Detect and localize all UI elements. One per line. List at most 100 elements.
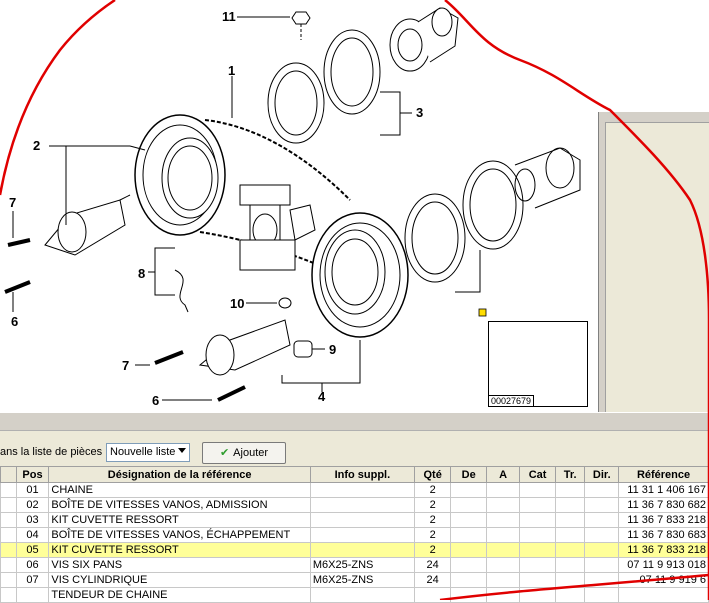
- cell-qty: 2: [413, 542, 452, 558]
- cell-cat: [519, 542, 556, 558]
- cell-info: M6X25-ZNS: [309, 572, 415, 588]
- cell-dir: [584, 497, 620, 513]
- cell-info: M6X25-ZNS: [309, 557, 415, 573]
- callout-6b: 6: [152, 393, 160, 408]
- cell-to: [485, 512, 521, 528]
- cell-reference: 11 36 7 830 683: [618, 527, 709, 543]
- cell-pos: 03: [15, 512, 50, 528]
- callout-11: 11: [222, 9, 236, 24]
- cell-to: [485, 557, 521, 573]
- callout-10: 10: [230, 296, 245, 311]
- cell-designation: TENDEUR DE CHAINE: [48, 587, 311, 603]
- checkmark-icon: ✔: [219, 447, 230, 459]
- parts-diagram[interactable]: 11 1 3 2 7 6 8 10 9 7 6 4 00027679: [0, 0, 709, 430]
- row-select-cell: [0, 587, 17, 603]
- cell-reference: [618, 587, 709, 603]
- horizontal-scrollbar[interactable]: [0, 412, 709, 430]
- table-header-row: Pos Désignation de la référence Info sup…: [0, 466, 709, 483]
- chevron-down-icon[interactable]: [178, 448, 186, 453]
- cell-qty: 2: [413, 512, 452, 528]
- cell-from: [450, 482, 487, 498]
- cell-pos: 01: [15, 482, 50, 498]
- cell-dir: [584, 572, 620, 588]
- cell-qty: 2: [413, 527, 452, 543]
- cell-qty: 2: [413, 497, 452, 513]
- cell-tr: [554, 497, 586, 513]
- cell-designation: KIT CUVETTE RESSORT: [48, 542, 311, 558]
- cell-from: [450, 497, 487, 513]
- column-header-tr[interactable]: Tr.: [554, 466, 586, 483]
- callout-7b: 7: [122, 358, 130, 373]
- parts-list-select-value: Nouvelle liste: [110, 446, 176, 458]
- column-header-info[interactable]: Info suppl.: [309, 466, 415, 483]
- cell-from: [450, 572, 487, 588]
- add-button[interactable]: ✔Ajouter: [202, 442, 286, 464]
- column-header-pos[interactable]: Pos: [15, 466, 50, 483]
- table-row[interactable]: TENDEUR DE CHAINE: [0, 587, 709, 603]
- cell-to: [485, 572, 521, 588]
- cell-cat: [519, 512, 556, 528]
- cell-cat: [519, 527, 556, 543]
- cell-from: [450, 587, 487, 603]
- cell-from: [450, 542, 487, 558]
- cell-cat: [519, 497, 556, 513]
- cell-to: [485, 587, 521, 603]
- column-header-designation[interactable]: Désignation de la référence: [48, 466, 311, 483]
- cell-dir: [584, 527, 620, 543]
- cell-tr: [554, 482, 586, 498]
- cell-cat: [519, 557, 556, 573]
- callout-8: 8: [138, 266, 146, 281]
- cell-tr: [554, 512, 586, 528]
- row-select-cell: [0, 512, 17, 528]
- cell-designation: BOÎTE DE VITESSES VANOS, ADMISSION: [48, 497, 311, 513]
- cell-pos: 07: [15, 572, 50, 588]
- cell-designation: KIT CUVETTE RESSORT: [48, 512, 311, 528]
- cell-qty: 24: [413, 557, 452, 573]
- column-header-qty[interactable]: Qté: [413, 466, 452, 483]
- row-select-cell: [0, 482, 17, 498]
- cell-designation: BOÎTE DE VITESSES VANOS, ÉCHAPPEMENT: [48, 527, 311, 543]
- parts-table: Pos Désignation de la référence Info sup…: [0, 466, 709, 603]
- row-select-cell: [0, 572, 17, 588]
- cell-cat: [519, 587, 556, 603]
- callout-7: 7: [9, 195, 17, 210]
- cell-pos: 06: [15, 557, 50, 573]
- side-panel: [598, 112, 709, 430]
- cell-from: [450, 527, 487, 543]
- list-label: ans la liste de pièces: [0, 446, 103, 458]
- cell-qty: 24: [413, 572, 452, 588]
- cell-tr: [554, 572, 586, 588]
- callout-2: 2: [33, 138, 41, 153]
- cell-reference: 11 36 7 833 218: [618, 542, 709, 558]
- column-header-dir[interactable]: Dir.: [584, 466, 620, 483]
- cell-designation: VIS CYLINDRIQUE: [48, 572, 311, 588]
- parts-list-select[interactable]: Nouvelle liste: [106, 443, 190, 462]
- cell-info: [309, 497, 415, 513]
- column-header-cat[interactable]: Cat: [519, 466, 556, 483]
- callout-1: 1: [228, 63, 236, 78]
- cell-dir: [584, 542, 620, 558]
- row-select-cell: [0, 542, 17, 558]
- cell-reference: 11 36 7 830 682: [618, 497, 709, 513]
- callout-9: 9: [329, 342, 337, 357]
- cell-tr: [554, 527, 586, 543]
- cell-to: [485, 482, 521, 498]
- cell-info: [309, 527, 415, 543]
- cell-pos: [15, 587, 50, 603]
- column-header-to[interactable]: A: [485, 466, 521, 483]
- thumbnail-label: 00027679: [488, 395, 535, 407]
- add-button-label: Ajouter: [233, 447, 269, 459]
- cell-qty: 2: [413, 482, 452, 498]
- column-header-select[interactable]: [0, 466, 17, 483]
- cell-info: [309, 587, 415, 603]
- column-header-reference[interactable]: Référence: [618, 466, 709, 483]
- row-select-cell: [0, 497, 17, 513]
- column-header-from[interactable]: De: [450, 466, 487, 483]
